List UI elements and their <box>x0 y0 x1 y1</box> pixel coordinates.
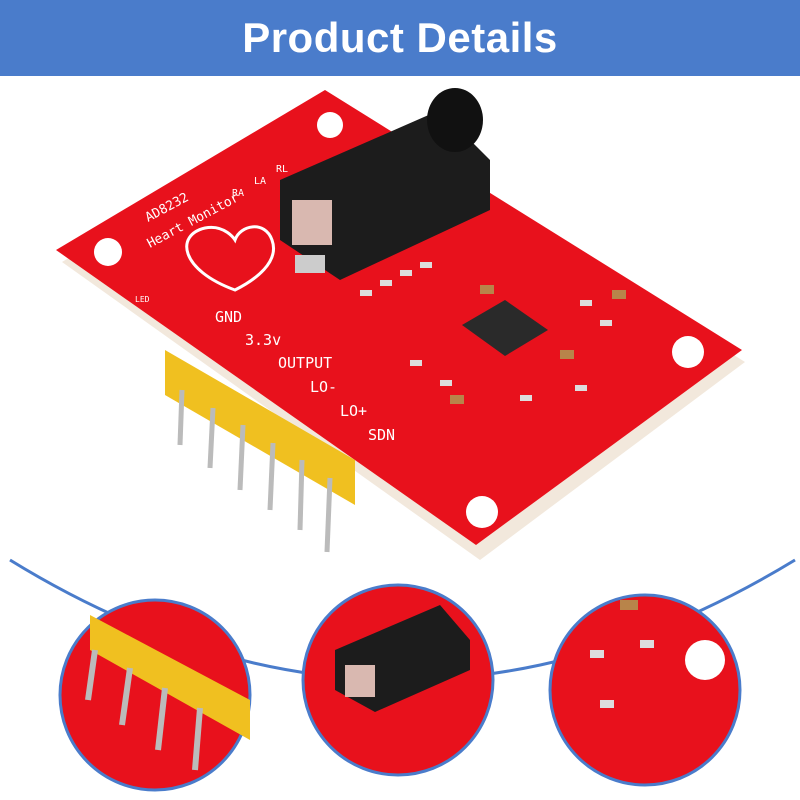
pin-label-lo-minus: LO- <box>310 378 337 396</box>
detail-view-audio-jack <box>301 583 495 777</box>
pin-label-sdn: SDN <box>368 426 395 444</box>
pin-label-gnd: GND <box>215 308 242 326</box>
led-label: LED <box>135 295 150 304</box>
banner-title: Product Details <box>242 14 558 61</box>
electrode-la: LA <box>254 176 266 187</box>
detail-view-header-pins <box>58 598 252 792</box>
electrode-ra: RA <box>232 188 244 199</box>
pin-label-lo-plus: LO+ <box>340 402 367 420</box>
ecg-board: AD8232 Heart Monitor LED RA LA RL GND 3.… <box>56 88 745 560</box>
title-banner: Product Details <box>0 0 800 76</box>
header-pins <box>165 350 355 553</box>
pin-label-output: OUTPUT <box>278 354 332 372</box>
audio-jack <box>280 88 490 280</box>
electrode-rl: RL <box>276 164 288 175</box>
detail-view-components <box>548 593 742 787</box>
pin-label-3v3: 3.3v <box>245 331 281 349</box>
